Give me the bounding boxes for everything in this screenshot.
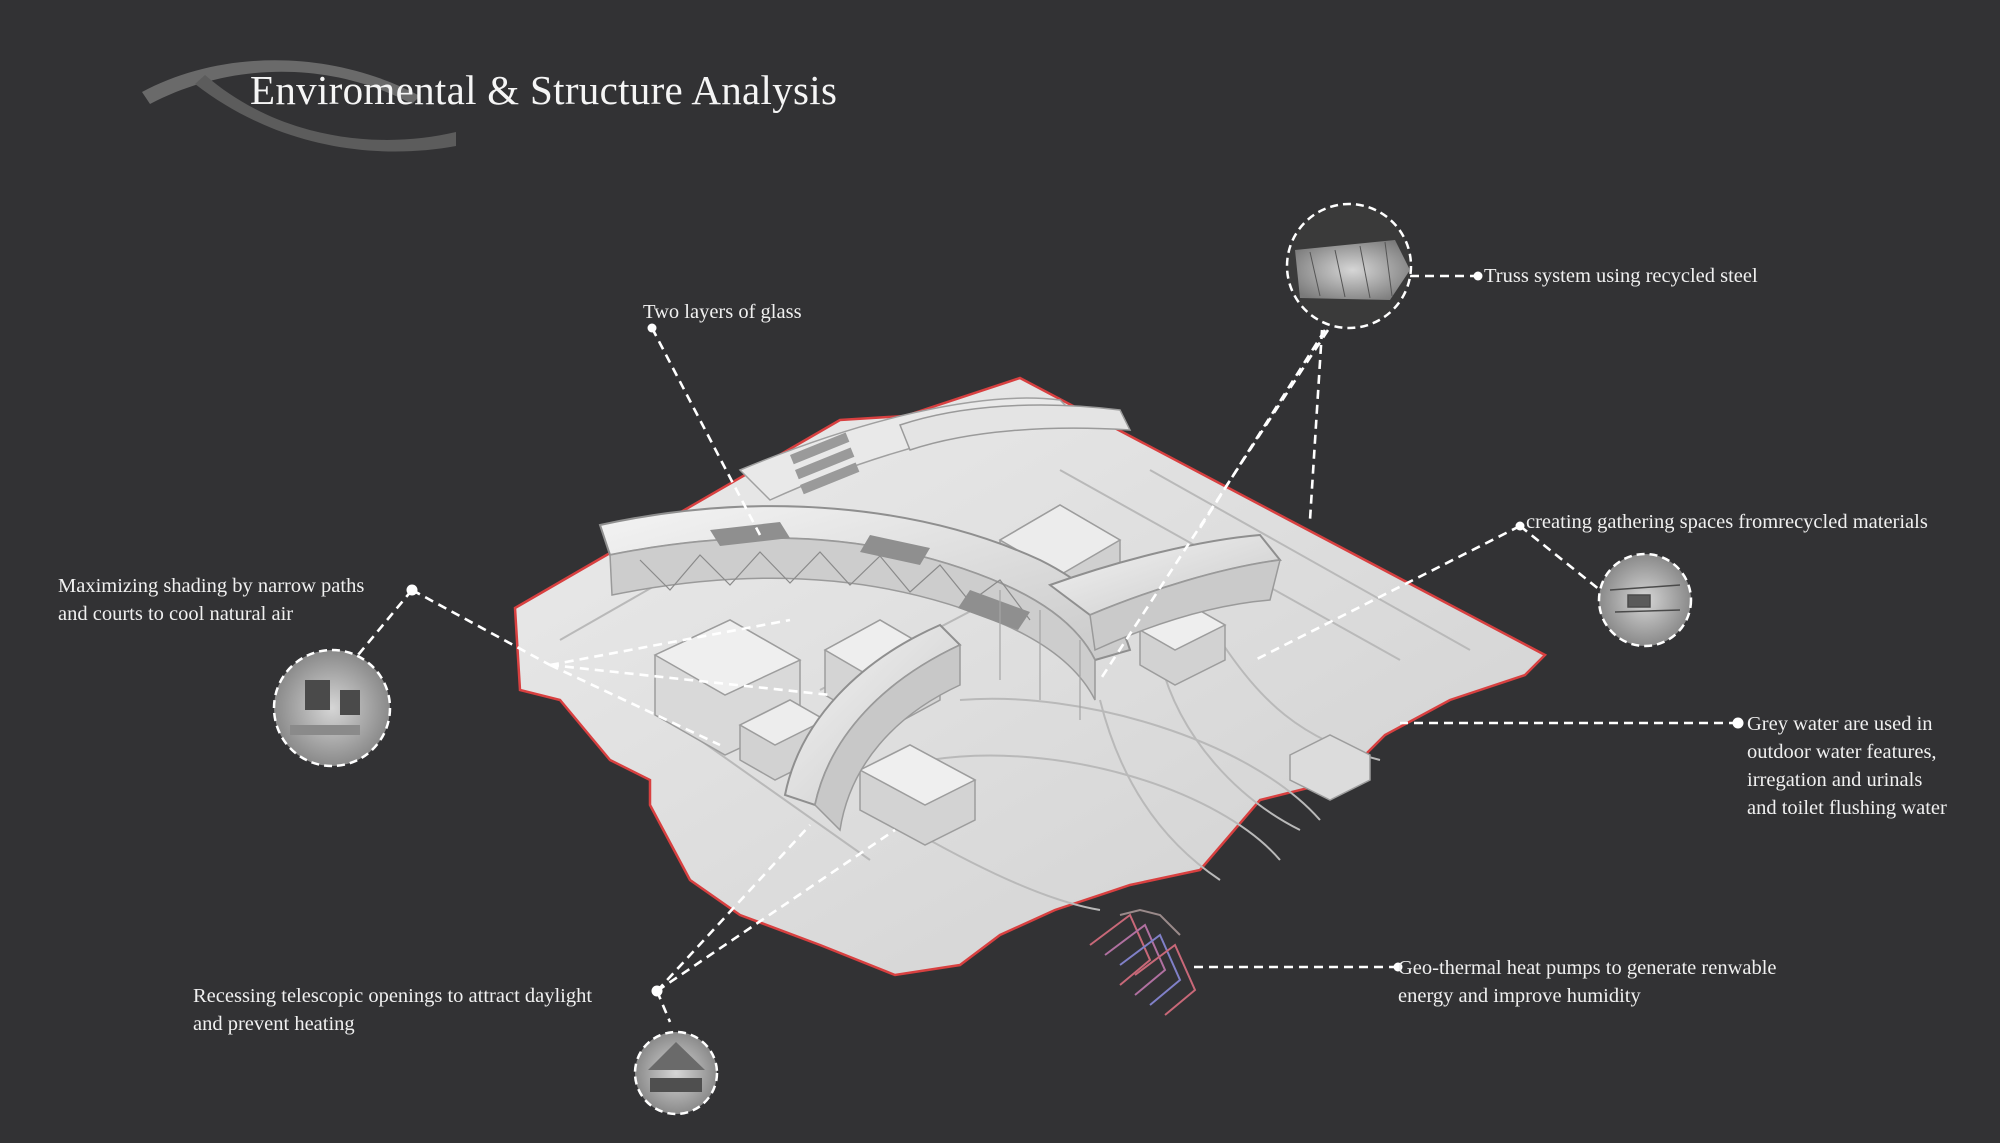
annotation-gathering: creating gathering spaces fromrecycled m… (1526, 511, 1928, 533)
annotation-geothermal: Geo-thermal heat pumps to generate renwa… (1398, 957, 1777, 1007)
geothermal-pipes-icon (1089, 908, 1197, 1016)
page-title: Enviromental & Structure Analysis (250, 67, 838, 113)
annotation-telescopic: Recessing telescopic openings to attract… (193, 985, 593, 1035)
annotation-truss: Truss system using recycled steel (1484, 265, 1758, 287)
detail-circle-icon (1597, 552, 1693, 648)
detail-circle-icon (272, 648, 392, 768)
annotation-greywater: Grey water are used in outdoor water fea… (1747, 713, 1947, 819)
building-axonometric (513, 376, 1548, 977)
leader-endpoints (406, 271, 1744, 997)
annotation-shading: Maximizing shading by narrow paths and c… (58, 575, 365, 625)
leader-lines (357, 274, 1738, 1023)
detail-circle-icon (1285, 202, 1413, 330)
detail-circle-icon (633, 1030, 719, 1116)
annotation-glass: Two layers of glass (643, 301, 802, 323)
title-swoosh-icon (142, 60, 456, 152)
